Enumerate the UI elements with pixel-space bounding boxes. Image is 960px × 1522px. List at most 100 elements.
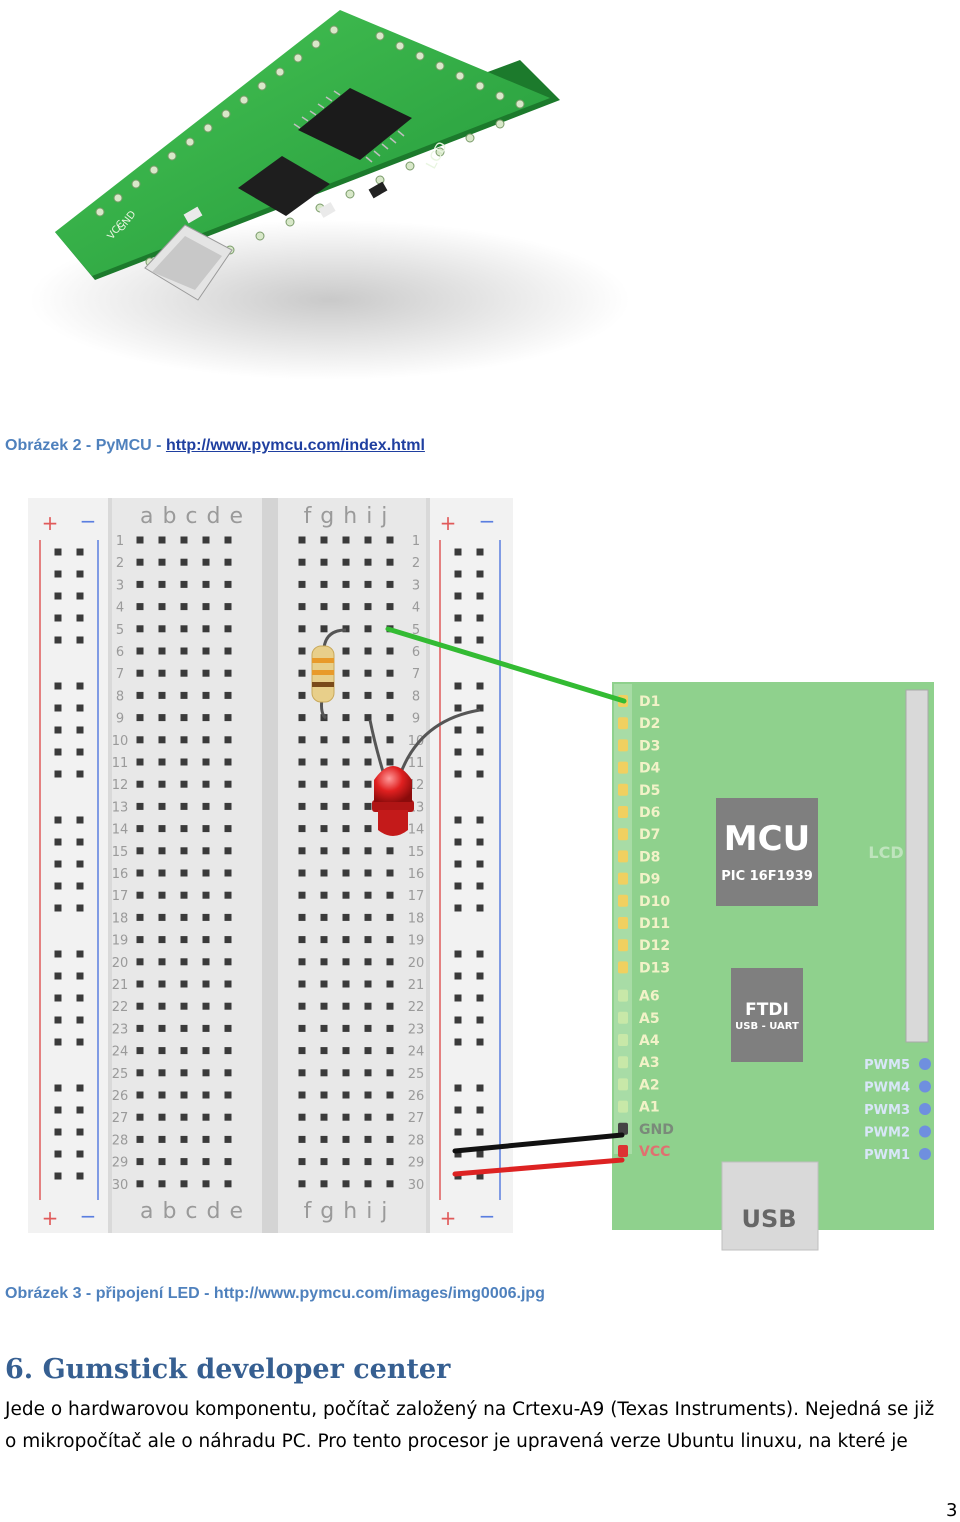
- pin-label-a2: A2: [639, 1077, 660, 1093]
- breadboard-hole: [298, 802, 306, 810]
- breadboard-hole: [386, 1180, 394, 1188]
- row-number-right: 24: [408, 1045, 425, 1060]
- row-number-right: 28: [408, 1133, 425, 1148]
- rail-hole: [54, 882, 62, 890]
- breadboard-hole: [180, 1024, 188, 1032]
- figure2-caption: Obrázek 2 - PyMCU - http://www.pymcu.com…: [5, 437, 425, 455]
- rail-hole: [54, 682, 62, 690]
- breadboard-hole: [298, 1047, 306, 1055]
- breadboard-hole: [180, 1002, 188, 1010]
- rail-hole: [454, 548, 462, 556]
- pymcu-board-photo: LCD VCC GND: [30, 10, 630, 380]
- breadboard-hole: [202, 1091, 210, 1099]
- pwm-label: PWM1: [864, 1148, 910, 1163]
- breadboard-hole: [224, 691, 232, 699]
- breadboard-hole: [136, 603, 144, 611]
- rail-hole: [476, 748, 484, 756]
- breadboard-hole: [320, 1047, 328, 1055]
- breadboard-hole: [298, 669, 306, 677]
- breadboard-hole: [224, 913, 232, 921]
- breadboard-hole: [158, 1069, 166, 1077]
- breadboard-hole: [180, 736, 188, 744]
- breadboard-hole: [364, 802, 372, 810]
- rail-hole: [54, 614, 62, 622]
- rail-hole: [76, 570, 84, 578]
- breadboard-hole: [320, 558, 328, 566]
- rail-hole: [476, 882, 484, 890]
- breadboard-hole: [158, 580, 166, 588]
- breadboard-hole: [180, 1180, 188, 1188]
- breadboard-hole: [364, 736, 372, 744]
- usb-label: USB: [741, 1205, 796, 1233]
- breadboard-hole: [224, 1135, 232, 1143]
- breadboard-hole: [342, 1002, 350, 1010]
- ftdi-title: FTDI: [745, 1000, 789, 1020]
- breadboard-hole: [298, 714, 306, 722]
- breadboard-hole: [342, 580, 350, 588]
- rail-hole: [454, 748, 462, 756]
- breadboard-hole: [342, 1069, 350, 1077]
- rail-hole: [54, 748, 62, 756]
- breadboard-hole: [202, 825, 210, 833]
- rail-hole: [476, 570, 484, 578]
- breadboard-hole: [386, 891, 394, 899]
- breadboard-hole: [180, 647, 188, 655]
- breadboard-hole: [136, 891, 144, 899]
- breadboard-hole: [180, 669, 188, 677]
- breadboard-hole: [202, 603, 210, 611]
- rail-hole: [76, 950, 84, 958]
- pin-pad-d8: [618, 850, 628, 863]
- breadboard-hole: [320, 936, 328, 944]
- pwm-label: PWM4: [864, 1081, 910, 1096]
- pin-label-a3: A3: [639, 1055, 660, 1071]
- breadboard-hole: [136, 1002, 144, 1010]
- row-number-right: 10: [408, 734, 425, 749]
- figure2-caption-link[interactable]: http://www.pymcu.com/index.html: [165, 437, 425, 454]
- rail-hole: [476, 704, 484, 712]
- breadboard-hole: [202, 936, 210, 944]
- breadboard-hole: [202, 847, 210, 855]
- rail-hole: [454, 838, 462, 846]
- rail-hole: [454, 614, 462, 622]
- breadboard-hole: [342, 891, 350, 899]
- row-number-left: 18: [112, 911, 129, 926]
- breadboard-center-channel: [262, 498, 278, 1233]
- breadboard-hole: [136, 736, 144, 744]
- breadboard-hole: [364, 603, 372, 611]
- breadboard-hole: [386, 869, 394, 877]
- rail-hole: [54, 950, 62, 958]
- rail-hole: [454, 972, 462, 980]
- breadboard-hole: [386, 736, 394, 744]
- breadboard-hole: [298, 536, 306, 544]
- breadboard-hole: [158, 958, 166, 966]
- rail-hole: [76, 860, 84, 868]
- pin-label-d6: D6: [639, 805, 660, 821]
- row-number-left: 14: [112, 823, 129, 838]
- breadboard-hole: [320, 758, 328, 766]
- breadboard-hole: [320, 891, 328, 899]
- breadboard-hole: [224, 1047, 232, 1055]
- ftdi-subtitle: USB - UART: [735, 1021, 799, 1032]
- pwm-pin-dot: [919, 1080, 931, 1093]
- breadboard-hole: [320, 825, 328, 833]
- breadboard-hole: [202, 780, 210, 788]
- pin-pad-vcc: [618, 1145, 628, 1157]
- breadboard-hole: [202, 891, 210, 899]
- breadboard-hole: [158, 1113, 166, 1121]
- rail-hole: [454, 704, 462, 712]
- row-number-left: 1: [116, 534, 124, 549]
- breadboard-hole: [136, 1158, 144, 1166]
- breadboard-hole: [364, 847, 372, 855]
- pin-label-d11: D11: [639, 916, 670, 932]
- rail-hole: [54, 1038, 62, 1046]
- breadboard-hole: [158, 603, 166, 611]
- breadboard-hole: [342, 825, 350, 833]
- breadboard-hole: [136, 1047, 144, 1055]
- breadboard-hole: [224, 891, 232, 899]
- pymcu-board-diagram: [612, 682, 934, 1230]
- row-number-right: 18: [408, 911, 425, 926]
- breadboard-hole: [202, 869, 210, 877]
- breadboard-hole: [202, 980, 210, 988]
- breadboard-hole: [180, 1047, 188, 1055]
